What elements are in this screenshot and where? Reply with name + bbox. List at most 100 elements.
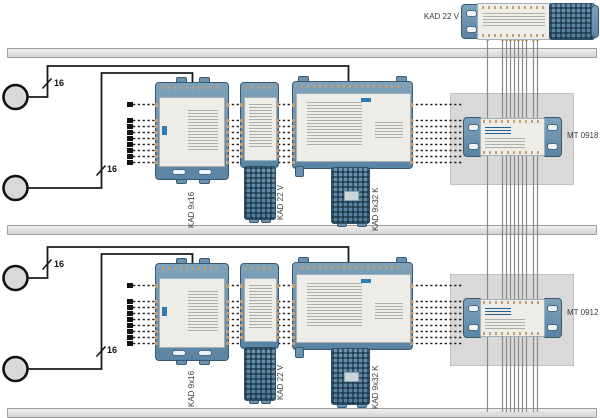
connector-nub-column xyxy=(226,300,229,348)
bus-terminator xyxy=(127,299,133,304)
mounting-slot xyxy=(468,305,479,312)
device-panel xyxy=(159,97,225,167)
connector-nub xyxy=(155,103,158,107)
mounting-slot xyxy=(466,26,477,33)
perforated-heatsink xyxy=(244,166,276,220)
cable-count-slash xyxy=(95,345,107,358)
mounting-tab xyxy=(295,347,304,358)
amp-end-cap xyxy=(591,5,599,38)
connector-dot-row xyxy=(162,267,222,270)
trunk-rail xyxy=(7,225,597,235)
bus-terminator xyxy=(127,124,133,129)
bus-terminator xyxy=(127,329,133,334)
panel-text xyxy=(483,13,545,27)
trunk-cable-wire xyxy=(28,72,194,189)
mt-flange-right xyxy=(542,298,562,338)
mounting-slot xyxy=(547,143,558,150)
connector-nub-column xyxy=(155,300,158,348)
connector-dot-row xyxy=(301,85,404,88)
trunk-cable-wire xyxy=(28,253,194,370)
connector-dot-row xyxy=(483,301,542,304)
mounting-slot xyxy=(547,124,558,131)
kad-9x32k-device xyxy=(292,262,413,350)
panel-text xyxy=(485,138,525,148)
connector-dot-row xyxy=(483,151,542,154)
connector-nub-column xyxy=(292,119,295,167)
panel-text xyxy=(249,285,272,329)
connector-dot-row xyxy=(483,120,542,123)
mounting-slot xyxy=(466,10,477,17)
cable-count-slash xyxy=(95,164,107,177)
brand-logo xyxy=(361,279,371,283)
trunk-cable-wire xyxy=(27,65,350,98)
bus-terminator xyxy=(127,148,133,153)
connector-nub-column xyxy=(240,119,243,161)
bus-terminator xyxy=(127,341,133,346)
mt-device-body xyxy=(480,299,545,337)
brand-logo xyxy=(361,98,371,102)
connector-nub-column xyxy=(410,119,413,167)
panel-text xyxy=(375,122,403,140)
panel-text xyxy=(375,303,403,321)
connector-dot-row xyxy=(482,34,546,37)
connector-nub xyxy=(292,103,295,107)
connector-nub xyxy=(240,284,243,288)
cable-count-slash xyxy=(41,77,53,90)
device-panel xyxy=(296,93,411,162)
connector-dot-row xyxy=(483,332,542,335)
panel-text xyxy=(188,291,218,331)
bus-terminator xyxy=(127,305,133,310)
bus-terminator xyxy=(127,154,133,159)
connector-nub-column xyxy=(226,119,229,167)
cable-count-slash xyxy=(41,258,53,271)
connector-dot-row xyxy=(162,86,222,89)
connector-dot-row xyxy=(245,86,274,89)
connector-nub xyxy=(276,103,279,107)
connector-nub-column xyxy=(276,300,279,342)
mounting-slot xyxy=(198,169,212,175)
bus-terminator xyxy=(127,317,133,322)
connector-nub-column xyxy=(155,119,158,167)
connector-nub-column xyxy=(240,300,243,342)
bus-terminator xyxy=(127,102,133,107)
panel-text xyxy=(188,110,218,150)
mt-device-body xyxy=(480,118,545,156)
trunk-cable-wire xyxy=(27,246,350,279)
bus-terminator xyxy=(127,130,133,135)
amp-body xyxy=(477,3,552,40)
connector-nub xyxy=(226,284,229,288)
brand-logo xyxy=(162,307,167,316)
perforated-heatsink xyxy=(331,348,370,405)
amp-flange-left xyxy=(461,4,480,39)
mounting-tab xyxy=(295,166,304,177)
device-panel xyxy=(296,274,411,343)
connector-nub xyxy=(240,103,243,107)
bus-terminator xyxy=(127,311,133,316)
antenna-node xyxy=(2,355,29,383)
connector-nub xyxy=(292,284,295,288)
connector-nub xyxy=(276,284,279,288)
antenna-node xyxy=(2,174,29,202)
heatsink-chip xyxy=(344,372,359,382)
mt-flange-right xyxy=(542,117,562,157)
bus-terminator xyxy=(127,323,133,328)
kad-9x16-device xyxy=(155,263,229,361)
panel-title-text xyxy=(485,308,511,316)
perforated-heatsink xyxy=(549,3,595,40)
connector-dot-row xyxy=(301,266,404,269)
brand-logo xyxy=(162,126,167,135)
panel-text xyxy=(307,283,362,328)
bus-terminator xyxy=(127,118,133,123)
mounting-slot xyxy=(198,350,212,356)
connector-nub xyxy=(226,103,229,107)
bus-terminator xyxy=(127,283,133,288)
kad-9x32k-device xyxy=(292,81,413,169)
perforated-heatsink xyxy=(331,167,370,224)
perforated-heatsink xyxy=(244,347,276,401)
kad-9x16-device xyxy=(155,82,229,180)
connector-dot-row xyxy=(245,267,274,270)
mounting-slot xyxy=(172,350,186,356)
trunk-rail xyxy=(7,48,597,58)
